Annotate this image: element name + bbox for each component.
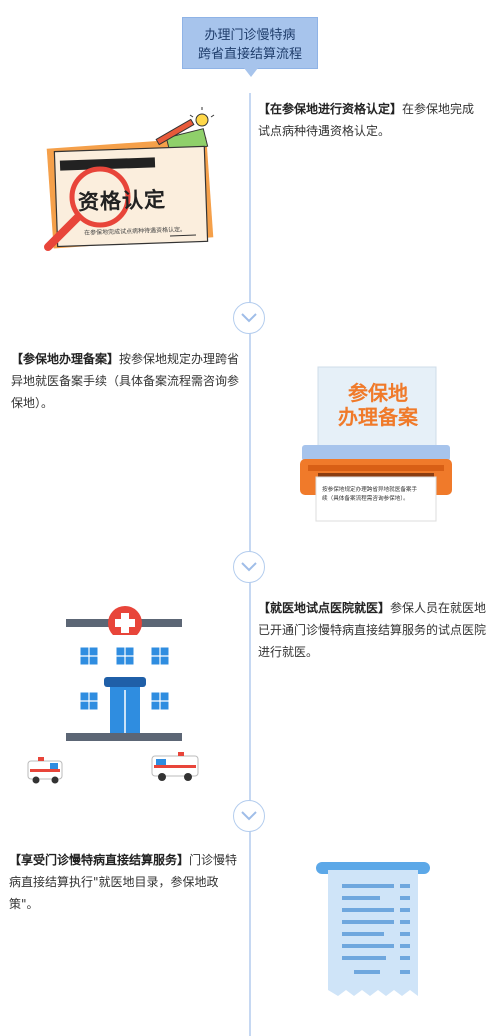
title-line-2: 跨省直接结算流程: [197, 47, 302, 62]
filing-illus-caption-line-1: 按参保地规定办理跨省异地就医备案手: [322, 487, 418, 493]
qualification-illus-title: 资格认定: [77, 187, 167, 215]
receipt-illustration: [312, 858, 434, 1008]
step-4-text: 【享受门诊慢特病直接结算服务】门诊慢特病直接结算执行"就医地目录，参保地政策"。: [9, 849, 245, 915]
step-1-text: 【在参保地进行资格认定】在参保地完成试点病种待遇资格认定。: [258, 98, 486, 142]
filing-illus-caption: 按参保地规定办理跨省异地就医备案手 续（具体备案流程需咨询参保地）。: [322, 486, 434, 504]
filing-illus-title-line-2: 办理备案: [338, 405, 418, 429]
step-4-body: 门诊慢特病直接结算执行"就医地目录，参保地政策"。: [9, 853, 238, 911]
step-2-text: 【参保地办理备案】按参保地规定办理跨省异地就医备案手续（具体备案流程需咨询参保地…: [11, 348, 243, 414]
step-2-body: 按参保地规定办理跨省异地就医备案手续（具体备案流程需咨询参保地）。: [11, 352, 240, 410]
filing-printer-illustration: 参保地 办理备案 按参保地规定办理跨省异地就医备案手 续（具体备案流程需咨询参保…: [296, 365, 456, 525]
hospital-illustration: [20, 600, 215, 790]
step-3-body: 参保人员在就医地已开通门诊慢特病直接结算服务的试点医院进行就医。: [258, 601, 487, 659]
qualification-illustration: 资格认定 在参保地完成试点病种待遇资格认定。: [20, 105, 235, 285]
chevron-down-icon: [233, 800, 265, 832]
step-1-heading: 【在参保地进行资格认定】: [258, 102, 403, 116]
title-box: 办理门诊慢特病 跨省直接结算流程: [182, 17, 318, 77]
step-4-heading: 【享受门诊慢特病直接结算服务】: [9, 853, 190, 867]
chevron-down-icon: [233, 551, 265, 583]
chevron-down-icon: [233, 302, 265, 334]
filing-illus-title-line-1: 参保地: [348, 381, 408, 405]
filing-illus-title: 参保地 办理备案: [326, 381, 430, 429]
title-line-1: 办理门诊慢特病: [204, 28, 296, 43]
step-3-heading: 【就医地试点医院就医】: [258, 601, 391, 615]
step-2-heading: 【参保地办理备案】: [11, 352, 120, 366]
step-1-body: 在参保地完成试点病种待遇资格认定。: [258, 102, 475, 138]
filing-illus-caption-line-2: 续（具体备案流程需咨询参保地）。: [322, 496, 409, 502]
step-3-text: 【就医地试点医院就医】参保人员在就医地已开通门诊慢特病直接结算服务的试点医院进行…: [258, 597, 488, 663]
